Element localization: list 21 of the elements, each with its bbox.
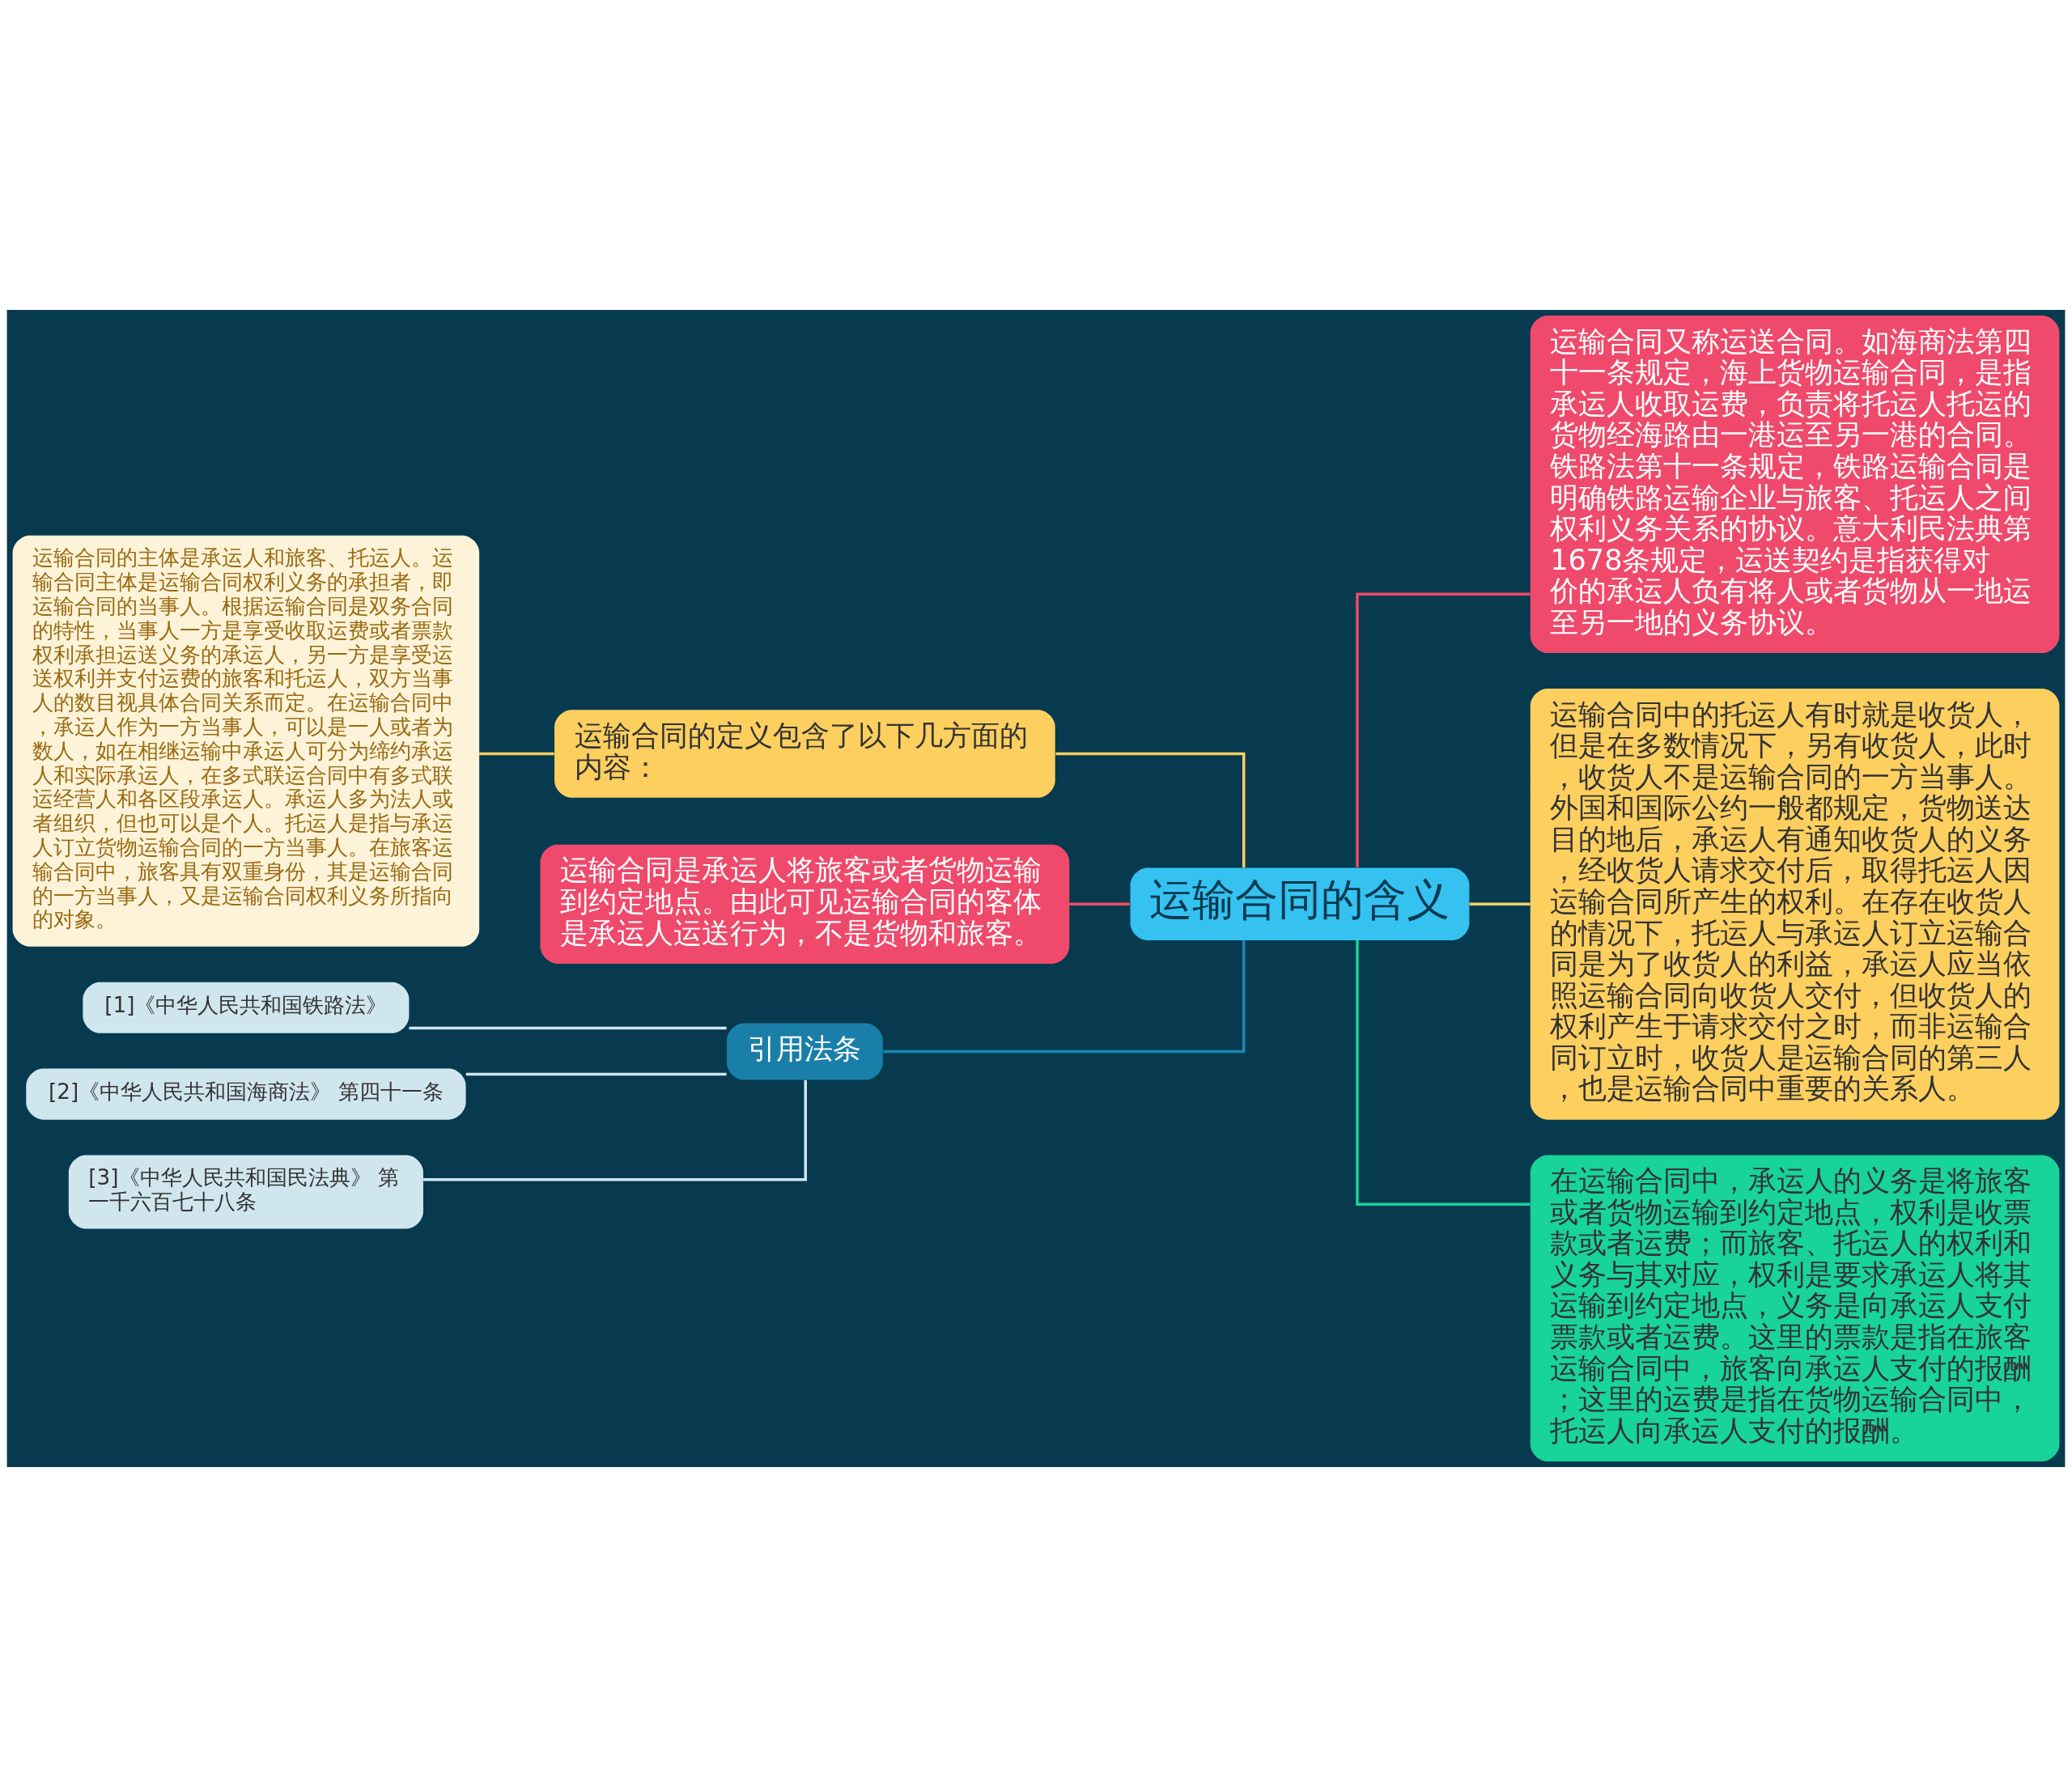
connector (479, 752, 554, 756)
node-box: 运输合同的定义包含了以下几方面的内容： (554, 710, 1055, 798)
connector (1069, 902, 1130, 906)
connector (409, 1026, 727, 1030)
node-box: 运输合同的主体是承运人和旅客、托运人。运输合同主体是运输合同权利义务的承担者，即运输合同的当事人。根据运输合同是双务合同的特性，当事人一方是享受收取运费或者票款权利承担运送义务的承运人，另一方是享受运送权利并支付运费的旅客和托运人，双方当事人的数目视具体合同关系而定。在运输合同中，承运人作为一方当事人，可以是一人或者为数人，如在相继运输中承运人可分为缔约承运人和实际承运人，在多式联运合同中有多式联运经营人和各区段承运人。承运人多为法人或者组织，但也可以是个人。托运人是指与承运人订立货物运输合同的一方当事人。在旅客运输合同中，旅客具有双重身份，其是运输合同的一方当事人，又是运输合同权利义务所指向的对象。 (12, 535, 480, 947)
node-box: 运输合同是承运人将旅客或者货物运输到约定地点。由此可见运输合同的客体是承运人运送行为，不是货物和旅客。 (540, 844, 1070, 964)
connector (1356, 940, 1531, 1206)
connector (1055, 752, 1246, 868)
connector (423, 1079, 807, 1181)
node-box: 在运输合同中，承运人的义务是将旅客或者货物运输到约定地点，权利是收票款或者运费；而旅客、托运人的权利和义务与其对应，权利是要求承运人将其运输到约定地点，义务是向承运人支付票款或者运费。这里的票款是指在旅客运输合同中，旅客向承运人支付的报酬；这里的运费是指在货物运输合同中，托运人向承运人支付的报酬。 (1530, 1155, 2060, 1461)
node-box: [3]《中华人民共和国民法典》 第一千六百七十八条 (68, 1155, 423, 1229)
connector (883, 940, 1246, 1054)
connector (1356, 592, 1531, 867)
node-box: 运输合同的含义 (1130, 867, 1470, 940)
node-box: [2]《中华人民共和国海商法》 第四十一条 (26, 1068, 466, 1120)
node-box: [1]《中华人民共和国铁路法》 (83, 982, 410, 1033)
node-box: 运输合同又称运送合同。如海商法第四十一条规定，海上货物运输合同，是指承运人收取运费，负责将托运人托运的货物经海路由一港运至另一港的合同。铁路法第十一条规定，铁路运输合同是明确铁路运输企业与旅客、托运人之间权利义务关系的协议。意大利民法典第1678条规定，运送契约是指获得对价的承运人负有将人或者货物从一地运至另一地的义务协议。 (1530, 316, 2060, 654)
node-box: 运输合同中的托运人有时就是收货人，但是在多数情况下，另有收货人，此时，收货人不是运输合同的一方当事人。外国和国际公约一般都规定，货物送达目的地后，承运人有通知收货人的义务，经收货人请求交付后，取得托运人因运输合同所产生的权利。在存在收货人的情况下，托运人与承运人订立运输合同是为了收货人的利益，承运人应当依照运输合同向收货人交付，但收货人的权利产生于请求交付之时，而非运输合同订立时，收货人是运输合同的第三人，也是运输合同中重要的关系人。 (1530, 688, 2060, 1120)
node-box: 引用法条 (726, 1023, 883, 1080)
connector (1469, 902, 1531, 906)
connector (465, 1072, 727, 1076)
